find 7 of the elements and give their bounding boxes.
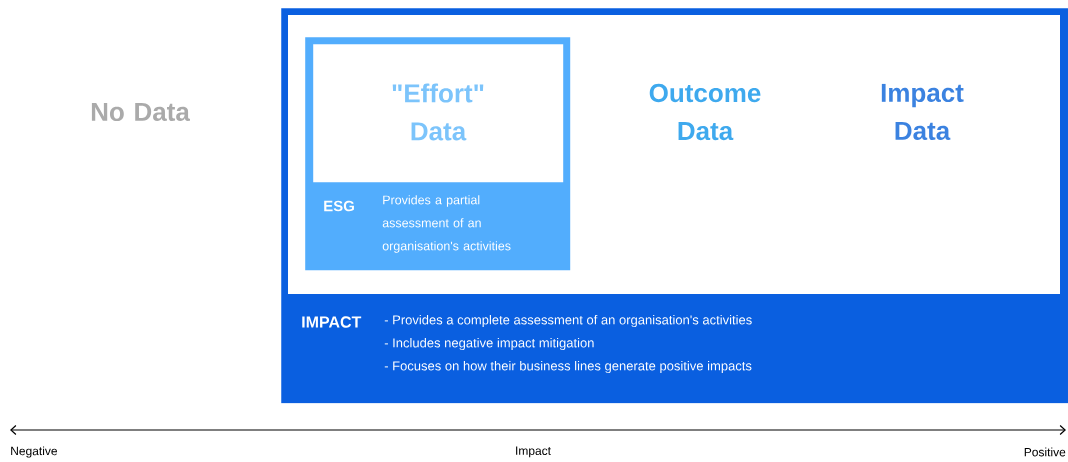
heading: No Data	[91, 102, 190, 122]
axis-label: Impact	[516, 446, 551, 458]
axis-label: Negative	[11, 446, 57, 458]
heading: Outcome Data	[649, 83, 761, 141]
effort-data-box: "Effort" Data	[313, 44, 564, 183]
heading: Impact Data	[881, 83, 964, 141]
axis-label: Positive	[1024, 447, 1066, 457]
